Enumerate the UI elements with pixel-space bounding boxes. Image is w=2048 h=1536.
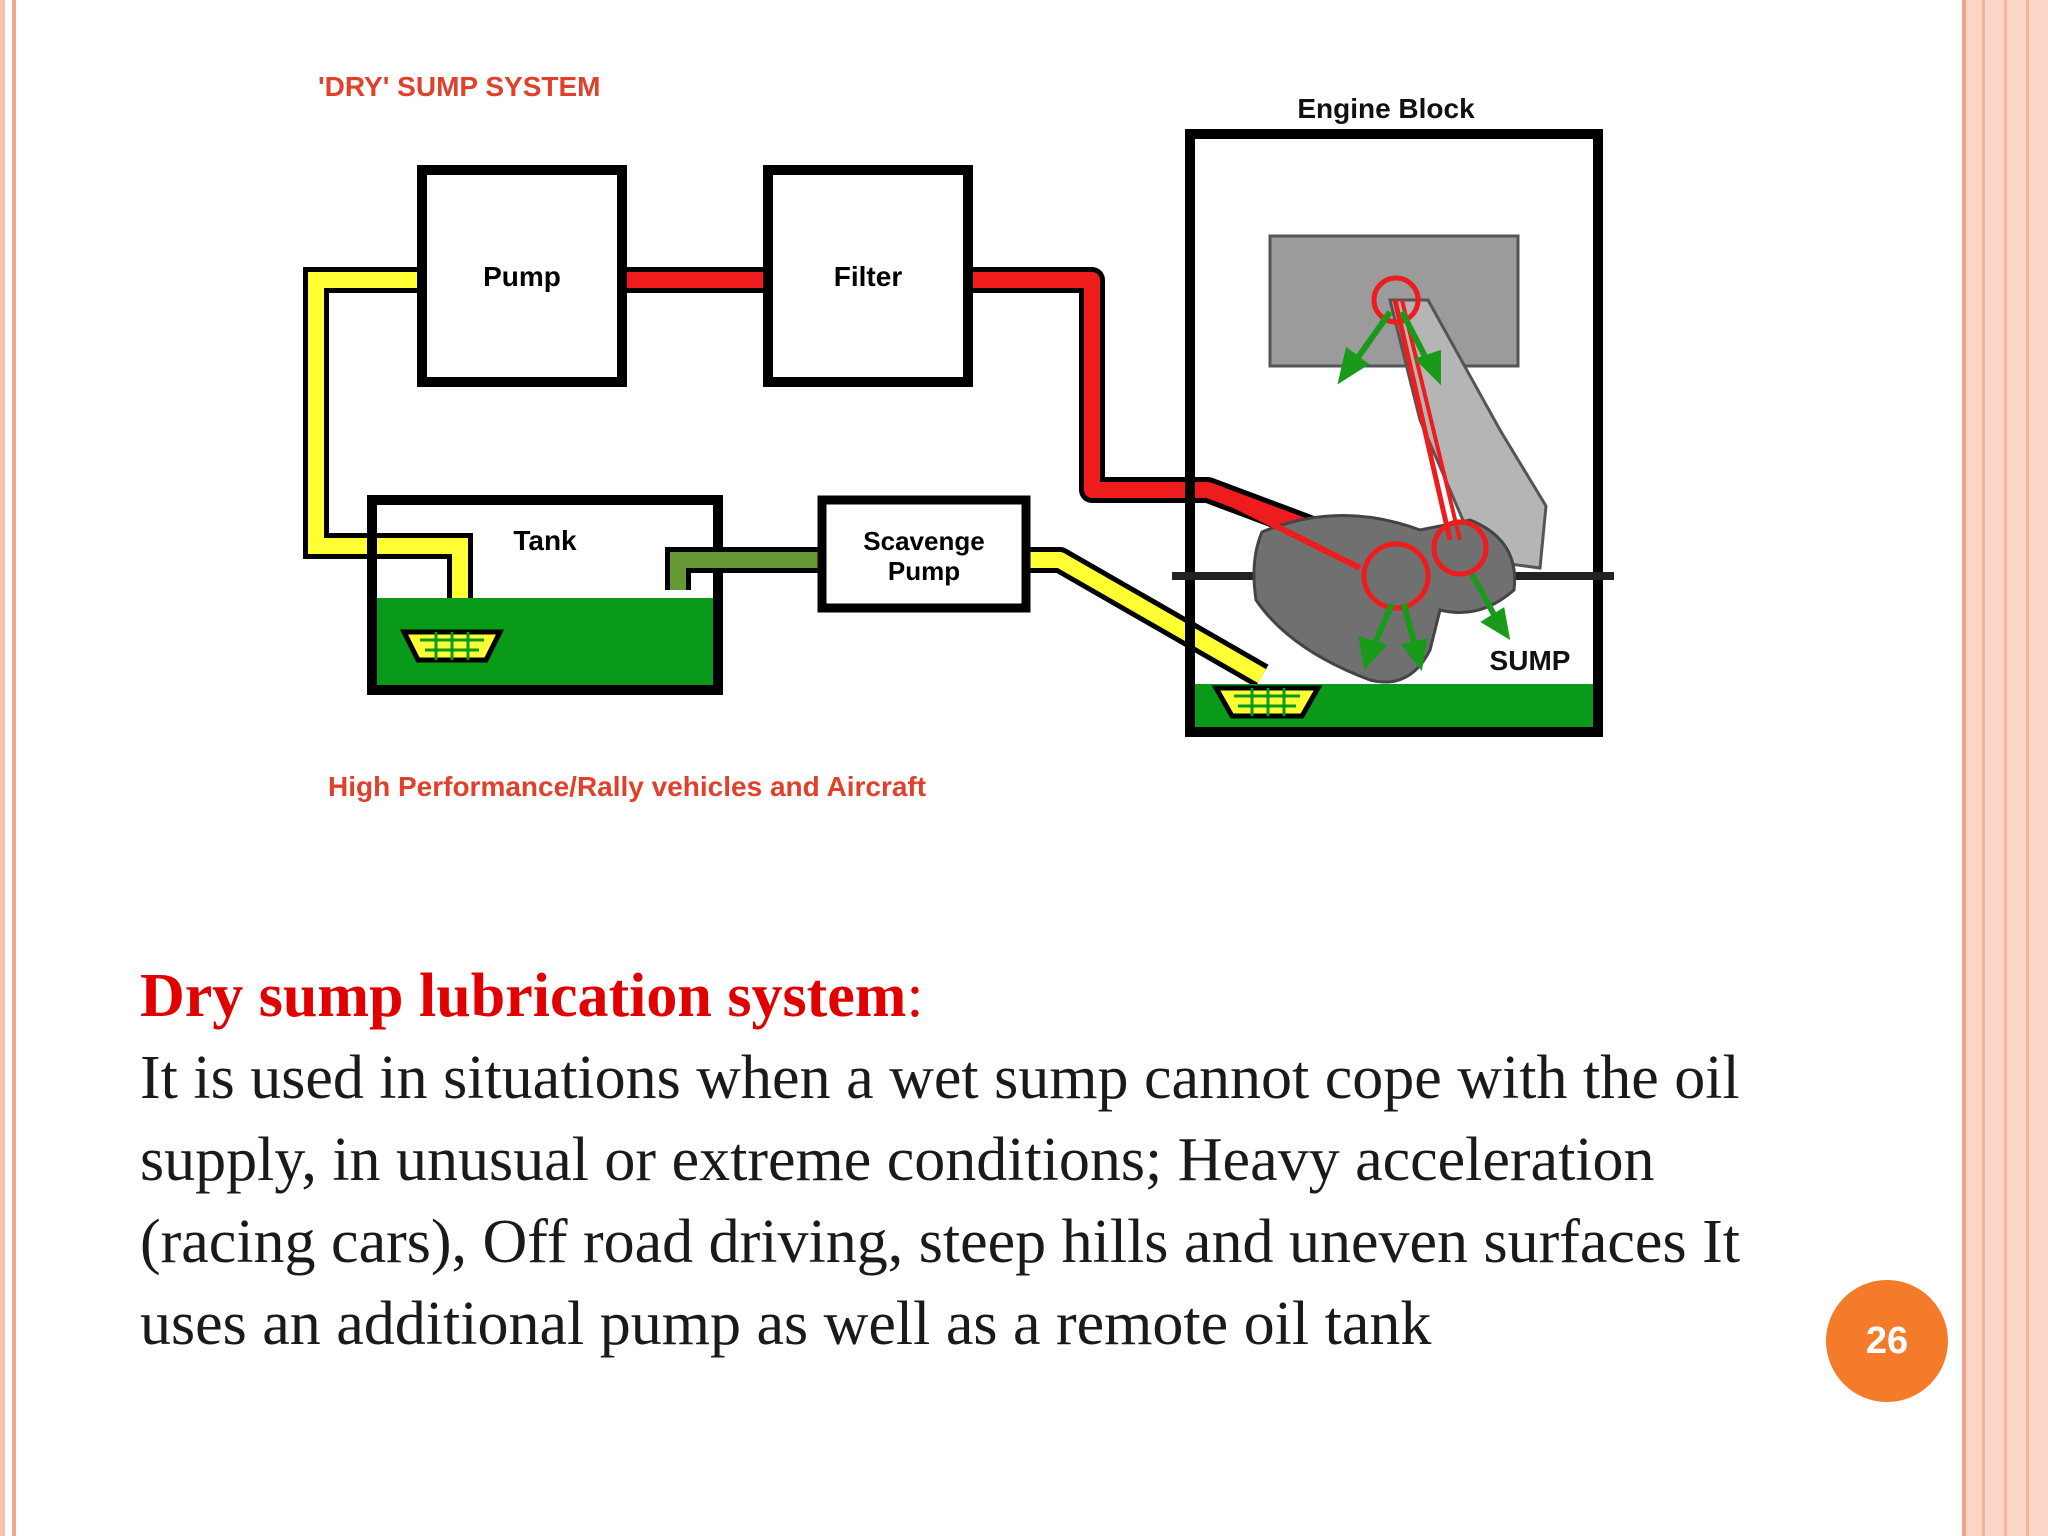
tank-label: Tank (513, 525, 577, 556)
left-border-stripe (0, 0, 5, 1536)
crank-pin-circle (1431, 519, 1489, 577)
filter-box (763, 165, 973, 387)
right-border-line (2026, 0, 2029, 1536)
engine-block-label: Engine Block (1297, 93, 1475, 124)
scavenge-pump-label-line1: Scavenge (863, 526, 984, 556)
pump-box (417, 165, 627, 387)
filter-label: Filter (834, 261, 903, 292)
crank-main-circle (1361, 541, 1431, 611)
left-border-stripe-inner (12, 0, 16, 1536)
oil-drilling-rod2 (1400, 299, 1462, 541)
diagram-svg: Tank Pump Filter Scavenge Pump (303, 71, 1614, 802)
oil-drilling-rod (1392, 299, 1453, 541)
diagram-caption: High Performance/Rally vehicles and Airc… (328, 771, 926, 802)
crankshaft (1252, 514, 1517, 684)
heading: Dry sump lubrication system (140, 962, 907, 1030)
body-paragraph: It is used in situations when a wet sump… (140, 1044, 1740, 1358)
scavenge-pump-label-line2: Pump (888, 556, 960, 586)
oil-drilling-main (1206, 489, 1362, 571)
right-border-line (1982, 0, 1985, 1536)
oil-spray-arrows (1337, 310, 1511, 672)
right-border-line (2004, 0, 2007, 1536)
diagram-title: 'DRY' SUMP SYSTEM (318, 71, 600, 102)
heading-colon: : (906, 962, 924, 1030)
pump-label: Pump (483, 261, 561, 292)
page-number-badge: 26 (1826, 1280, 1948, 1402)
scavenge-pump-box (817, 495, 1031, 613)
right-border-line (1962, 0, 1966, 1536)
gudgeon-pin-circle (1371, 275, 1421, 325)
tank-box (367, 495, 723, 695)
body-text: Dry sump lubrication system: It is used … (140, 955, 1780, 1365)
engine-block-box (1185, 129, 1603, 737)
sump-label: SUMP (1490, 645, 1571, 676)
dry-sump-diagram: Tank Pump Filter Scavenge Pump (303, 71, 1614, 802)
